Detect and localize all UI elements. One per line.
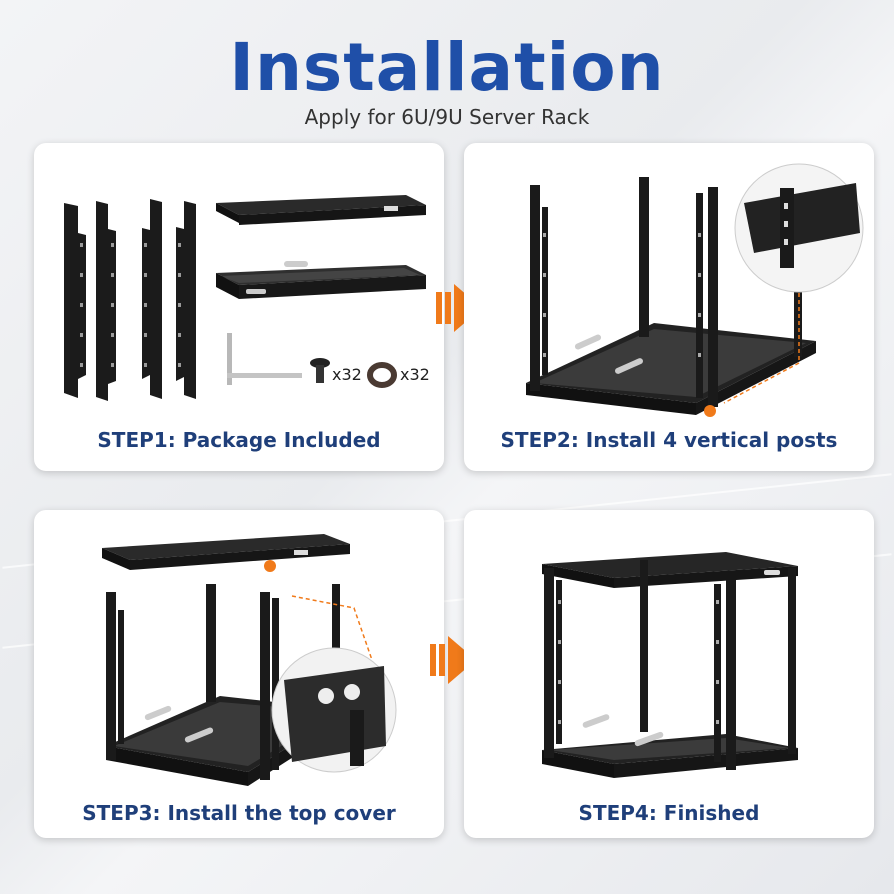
washer-icon (367, 362, 397, 388)
rack-posts (64, 199, 196, 401)
rack-base (526, 323, 816, 415)
bottom-tray (216, 261, 426, 299)
step4-card: STEP4: Finished (464, 510, 874, 838)
step3-caption: STEP3: Install the top cover (82, 801, 396, 825)
step4-caption: STEP4: Finished (578, 801, 760, 825)
rack-posts-illustration (526, 163, 864, 417)
step2-caption: STEP2: Install 4 vertical posts (500, 428, 838, 452)
hex-key (227, 333, 302, 385)
finished-rack (542, 552, 798, 778)
vertical-posts (530, 177, 802, 407)
top-cover-illustration (102, 534, 397, 786)
screw-icon (310, 358, 330, 383)
screw-quantity: x32 (332, 365, 362, 384)
page-subtitle: Apply for 6U/9U Server Rack (304, 105, 590, 129)
package-illustration (64, 195, 426, 401)
arrow-right-icon (430, 636, 476, 684)
step1-card: x32 x32 STEP1: Package Included (34, 143, 444, 471)
step1-caption: STEP1: Package Included (97, 428, 381, 452)
page-title: Installation (229, 29, 665, 106)
washer-quantity: x32 (400, 365, 430, 384)
finished-rack-illustration (542, 552, 798, 778)
top-cover (102, 534, 350, 570)
top-cover-plate (216, 195, 426, 225)
step3-card: STEP3: Install the top cover (34, 510, 444, 838)
step2-card: STEP2: Install 4 vertical posts (464, 143, 874, 471)
